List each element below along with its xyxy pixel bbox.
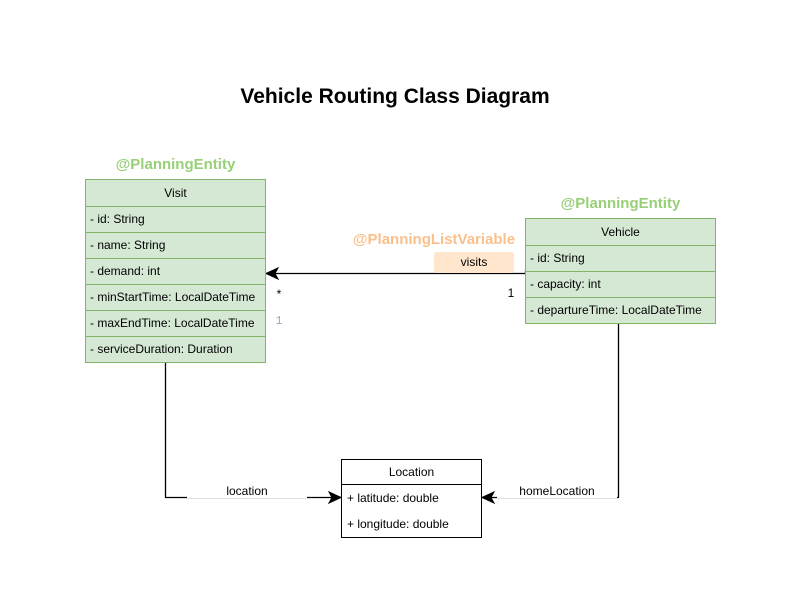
visit-attr-service-duration: - serviceDuration: Duration [86,336,265,362]
class-vehicle[interactable]: Vehicle - id: String - capacity: int - d… [525,218,716,324]
vehicle-attr-id: - id: String [526,245,715,271]
class-visit[interactable]: Visit - id: String - name: String - dema… [85,179,266,363]
visits-edge-label[interactable]: visits [434,252,514,273]
arrowhead-home-location [480,490,496,505]
vehicle-attr-departure-time: - departureTime: LocalDateTime [526,297,715,323]
location-attr-latitude: + latitude: double [347,491,439,505]
visits-multiplicity-star: * [276,287,282,301]
edge-location[interactable] [164,363,343,505]
class-vehicle-name: Vehicle [601,225,640,239]
visit-attr-demand: - demand: int [86,258,265,284]
planning-list-variable-annotation: @PlanningListVariable [352,231,516,248]
visit-attr-max-end-time: - maxEndTime: LocalDateTime [86,310,265,336]
arrowhead-visits [264,266,280,281]
visit-attr-id: - id: String [86,206,265,232]
class-location-name: Location [388,465,435,479]
vehicle-annotation: @PlanningEntity [560,195,681,212]
location-edge-label[interactable]: location [187,484,307,498]
visits-multiplicity-one: 1 [507,286,515,300]
visit-attr-name: - name: String [86,232,265,258]
page-title: Vehicle Routing Class Diagram [240,85,550,108]
arrowhead-location [327,490,343,505]
class-visit-name: Visit [164,186,187,200]
edge-home-location[interactable] [480,324,620,505]
visits-multiplicity-one-purple: 1 [275,314,283,328]
class-location[interactable]: Location + latitude: double + longitude:… [341,459,482,538]
visit-attr-min-start-time: - minStartTime: LocalDateTime [86,284,265,310]
visit-annotation: @PlanningEntity [115,156,236,173]
vehicle-attr-capacity: - capacity: int [526,271,715,297]
home-location-edge-label[interactable]: homeLocation [497,484,617,498]
location-attr-longitude: + longitude: double [347,517,449,531]
